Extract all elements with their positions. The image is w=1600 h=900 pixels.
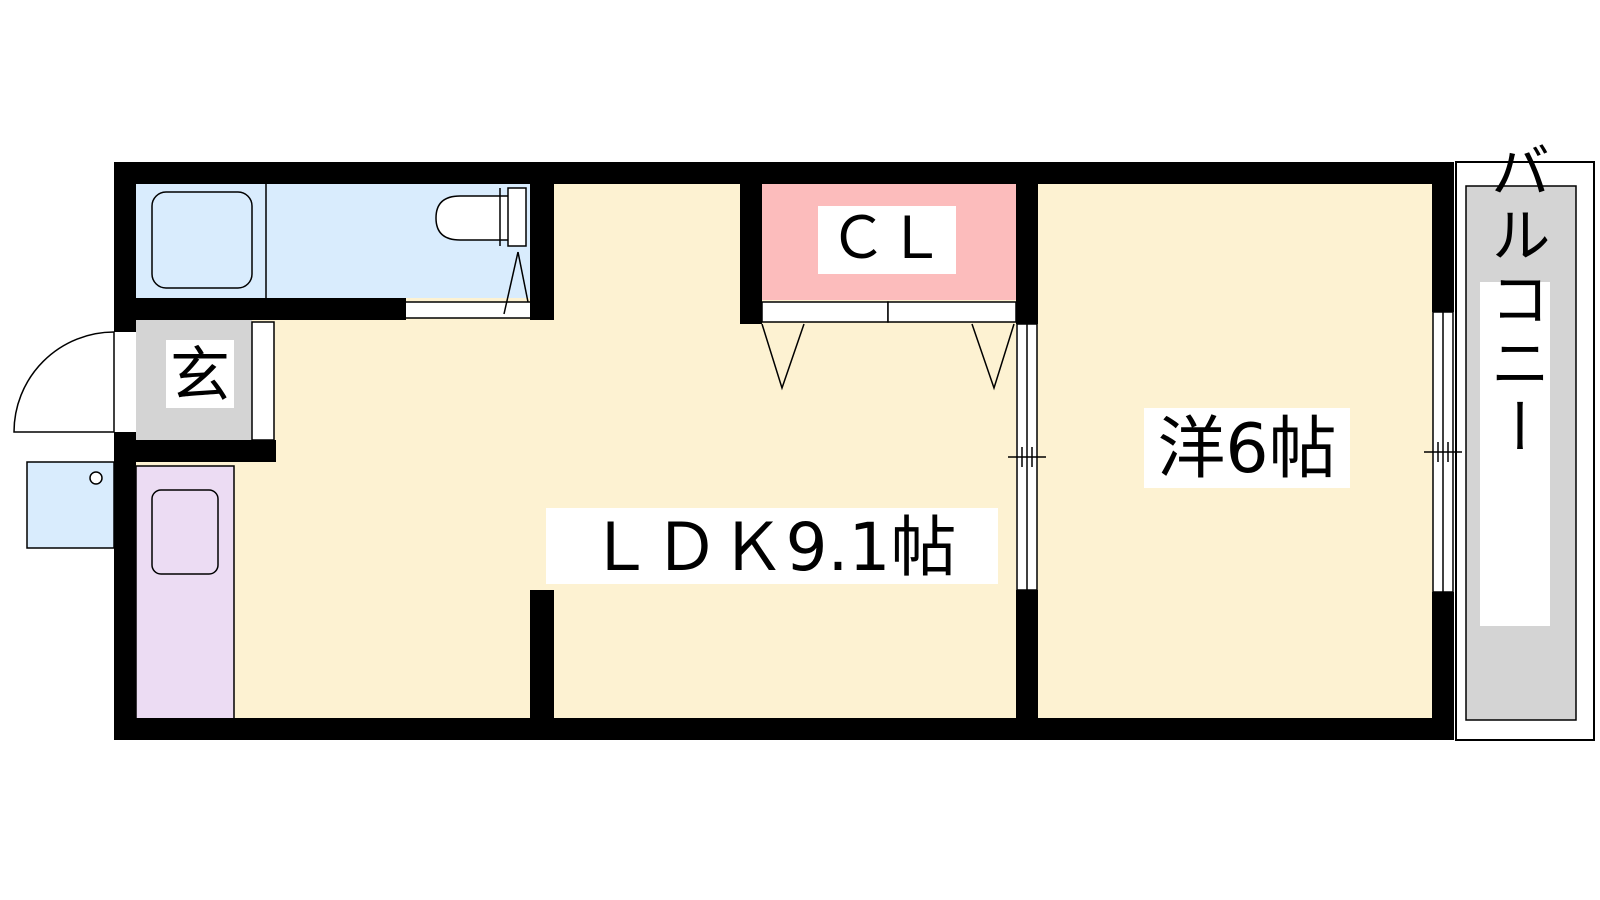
closet-door-swing-left <box>761 323 805 391</box>
wall-right-upper <box>1432 162 1454 312</box>
wall-top <box>114 162 1454 184</box>
entrance-label: 玄 <box>170 341 230 411</box>
ldk-label-bg <box>546 508 998 584</box>
closet-label: ＣＬ <box>829 204 945 272</box>
wall-bath-bottom <box>136 298 406 320</box>
balcony-label-bg <box>1480 282 1550 626</box>
wall-right-lower <box>1432 592 1454 740</box>
entrance-label-bg <box>166 340 234 408</box>
wall-partition-lower <box>1016 590 1038 720</box>
wall-entrance-bottom <box>136 440 276 462</box>
closet-door-right <box>887 301 1017 323</box>
western-room-label-bg <box>1144 408 1350 488</box>
wall-left-upper <box>114 162 136 332</box>
bathroom-door-swing <box>503 251 519 315</box>
outdoor-unit-dial <box>89 471 103 485</box>
wall-ldk-stub <box>530 590 554 720</box>
closet-label-bg <box>818 206 956 274</box>
wall-left-lower <box>114 432 136 740</box>
bathroom-door-swing-2 <box>517 251 529 303</box>
entrance-door-swing <box>13 331 115 433</box>
balcony-label: バルコニー <box>1480 140 1550 460</box>
closet-door-swing-right <box>971 323 1015 391</box>
wall-partition-upper <box>1016 184 1038 324</box>
bathroom-door <box>403 301 533 319</box>
wall-bottom <box>114 718 1454 740</box>
wall-bath-right <box>530 184 554 320</box>
closet-door-left <box>761 301 889 323</box>
toilet <box>435 195 508 241</box>
entrance-door-frame <box>251 321 275 441</box>
bathtub <box>151 191 253 289</box>
western-room-label: 洋6帖 <box>1157 410 1336 489</box>
ldk-label: ＬＤＫ9.1帖 <box>588 509 957 586</box>
walls <box>114 162 1454 740</box>
toilet-tank <box>507 187 527 247</box>
kitchen-sink <box>151 489 219 575</box>
wall-closet-left <box>740 184 762 324</box>
